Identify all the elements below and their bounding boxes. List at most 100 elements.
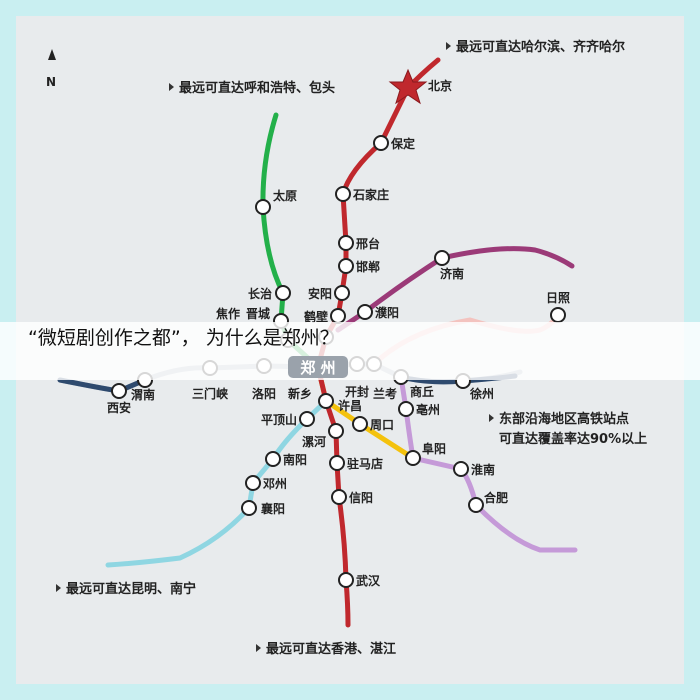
station-label: 周口: [370, 418, 394, 432]
hub-badge: [288, 356, 348, 378]
station-23: 许昌: [318, 393, 362, 413]
station-label: 徐州: [469, 386, 494, 401]
station-marker: [338, 258, 354, 274]
station-marker: [245, 475, 261, 491]
station-label: 日照: [546, 290, 570, 305]
station-36: 武汉: [338, 572, 381, 588]
station-2: 石家庄: [335, 186, 389, 202]
station-label: 三门峡: [192, 386, 228, 401]
station-label: 西安: [107, 400, 131, 415]
note-northwest: 最远可直达呼和浩特、包头: [179, 80, 335, 96]
note-north: 最远可直达哈尔滨、齐齐哈尔: [456, 39, 625, 55]
station-label: 太原: [273, 188, 297, 203]
station-marker: [335, 186, 351, 202]
station-label: 许昌: [338, 398, 362, 413]
station-label: 商丘: [410, 384, 434, 399]
note-southwest: 最远可直达昆明、南宁: [66, 581, 196, 597]
station-13: 济南: [434, 250, 464, 281]
station-marker: [357, 304, 373, 320]
station-label: 保定: [390, 136, 415, 151]
station-label: 长治: [248, 286, 272, 301]
station-label: 武汉: [356, 573, 381, 588]
line-lightblue: [105, 398, 329, 568]
station-label: 渭南: [131, 387, 155, 402]
station-label: 济南: [440, 266, 464, 281]
north-arrow-icon: [48, 49, 56, 60]
compass: N: [46, 49, 56, 89]
line-lilac: [398, 374, 578, 553]
station-marker: [111, 383, 127, 399]
station-label: 邓州: [263, 477, 287, 491]
station-marker: [405, 450, 421, 466]
station-marker: [373, 135, 389, 151]
station-34: 襄阳: [241, 500, 285, 516]
station-label: 漯河: [302, 434, 326, 449]
station-marker: [453, 461, 469, 477]
station-label: 开封: [345, 384, 369, 399]
station-32: 南阳: [265, 451, 307, 467]
station-label: 信阳: [349, 490, 373, 505]
station-marker: [331, 489, 347, 505]
hub-label: 郑 州: [300, 359, 335, 377]
station-label: 邯郸: [356, 259, 380, 274]
station-27: 合肥: [468, 490, 508, 513]
station-3: 邢台: [338, 235, 380, 251]
station-label: 阜阳: [422, 441, 446, 456]
station-label: 安阳: [308, 286, 332, 301]
station-marker: [241, 500, 257, 516]
station-label: 石家庄: [352, 187, 389, 202]
station-marker: [352, 416, 368, 432]
station-24: 周口: [352, 416, 394, 432]
station-14: 濮阳: [357, 304, 399, 320]
station-label: 邢台: [356, 236, 380, 251]
station-16: 长治: [248, 285, 291, 301]
arrow-icon: [56, 584, 61, 592]
station-marker: [318, 393, 334, 409]
arrow-icon: [256, 644, 261, 652]
station-label: 驻马店: [347, 456, 383, 471]
station-25: 阜阳: [405, 441, 446, 466]
station-marker: [338, 572, 354, 588]
arrow-icon: [446, 42, 451, 50]
station-marker: [328, 423, 344, 439]
station-15: 太原: [255, 188, 297, 215]
station-35: 信阳: [331, 489, 373, 505]
caption-title: “微短剧创作之都”， 为什么是郑州？: [28, 327, 339, 349]
station-5: 安阳: [308, 285, 350, 301]
station-label: 晋城: [246, 306, 270, 321]
station-marker: [275, 285, 291, 301]
caption-overlay: [0, 322, 700, 380]
station-marker: [299, 411, 315, 427]
arrow-icon: [489, 414, 494, 422]
station-30: 漯河: [302, 423, 344, 449]
beijing-star-icon: [388, 68, 428, 105]
station-4: 邯郸: [338, 258, 380, 274]
station-26: 淮南: [453, 461, 495, 477]
station-1: 保定: [373, 135, 415, 151]
compass-label: N: [46, 75, 56, 89]
station-label: 襄阳: [260, 501, 285, 516]
station-marker: [334, 285, 350, 301]
note-east-1: 东部沿海地区高铁站点: [499, 411, 629, 427]
station-label: 南阳: [283, 452, 307, 467]
station-marker: [434, 250, 450, 266]
station-label: 平顶山: [261, 412, 297, 427]
station-marker: [338, 235, 354, 251]
station-label: 亳州: [416, 402, 440, 417]
station-label: 洛阳: [252, 386, 276, 401]
station-label: 合肥: [484, 490, 508, 505]
station-29: 平顶山: [261, 411, 315, 427]
station-0: 北京: [428, 78, 452, 93]
station-28: 亳州: [398, 401, 440, 417]
arrow-icon: [169, 83, 174, 91]
station-label: 鹤壁: [304, 309, 328, 324]
station-marker: [329, 455, 345, 471]
station-label: 濮阳: [375, 305, 399, 320]
station-label: 北京: [428, 78, 452, 93]
station-label: 新乡: [288, 386, 312, 401]
note-east-2: 可直达覆盖率达90%以上: [499, 431, 647, 447]
station-marker: [468, 497, 484, 513]
station-marker: [398, 401, 414, 417]
line-magenta: [335, 246, 575, 333]
